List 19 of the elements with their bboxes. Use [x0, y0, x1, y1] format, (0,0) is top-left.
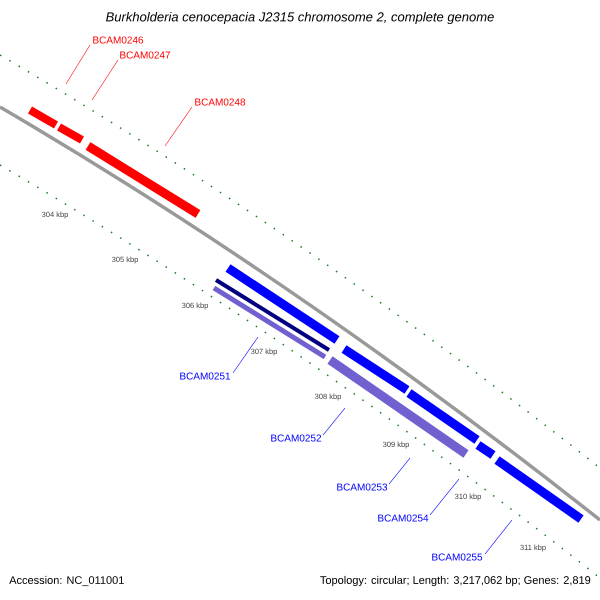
leader-line [164, 106, 192, 146]
leader-line [92, 60, 118, 100]
accession-text: Accession: NC_011001 [9, 576, 124, 586]
gene-label: BCAM0254 [378, 514, 428, 522]
gene-label: BCAM0251 [180, 372, 230, 380]
leader-line [66, 44, 90, 84]
leader-line [484, 520, 512, 554]
gene-label: BCAM0252 [271, 434, 322, 442]
genome-info-text: Topology: circular; Length: 3,217,062 bp; Genes: 2,819 [320, 576, 590, 586]
title: Burkholderia cenocepacia J2315 chromosome 2, complete genome [106, 12, 494, 24]
leader-line [430, 478, 460, 516]
leader-line [322, 408, 346, 436]
gene-label: BCAM0247 [120, 51, 170, 59]
leader-line [388, 458, 410, 484]
gene-label: BCAM0246 [93, 36, 144, 44]
leader-line [232, 336, 258, 374]
gene-label: BCAM0248 [195, 98, 246, 106]
gene-label: BCAM0255 [432, 553, 482, 561]
gene-label: BCAM0253 [337, 483, 388, 491]
